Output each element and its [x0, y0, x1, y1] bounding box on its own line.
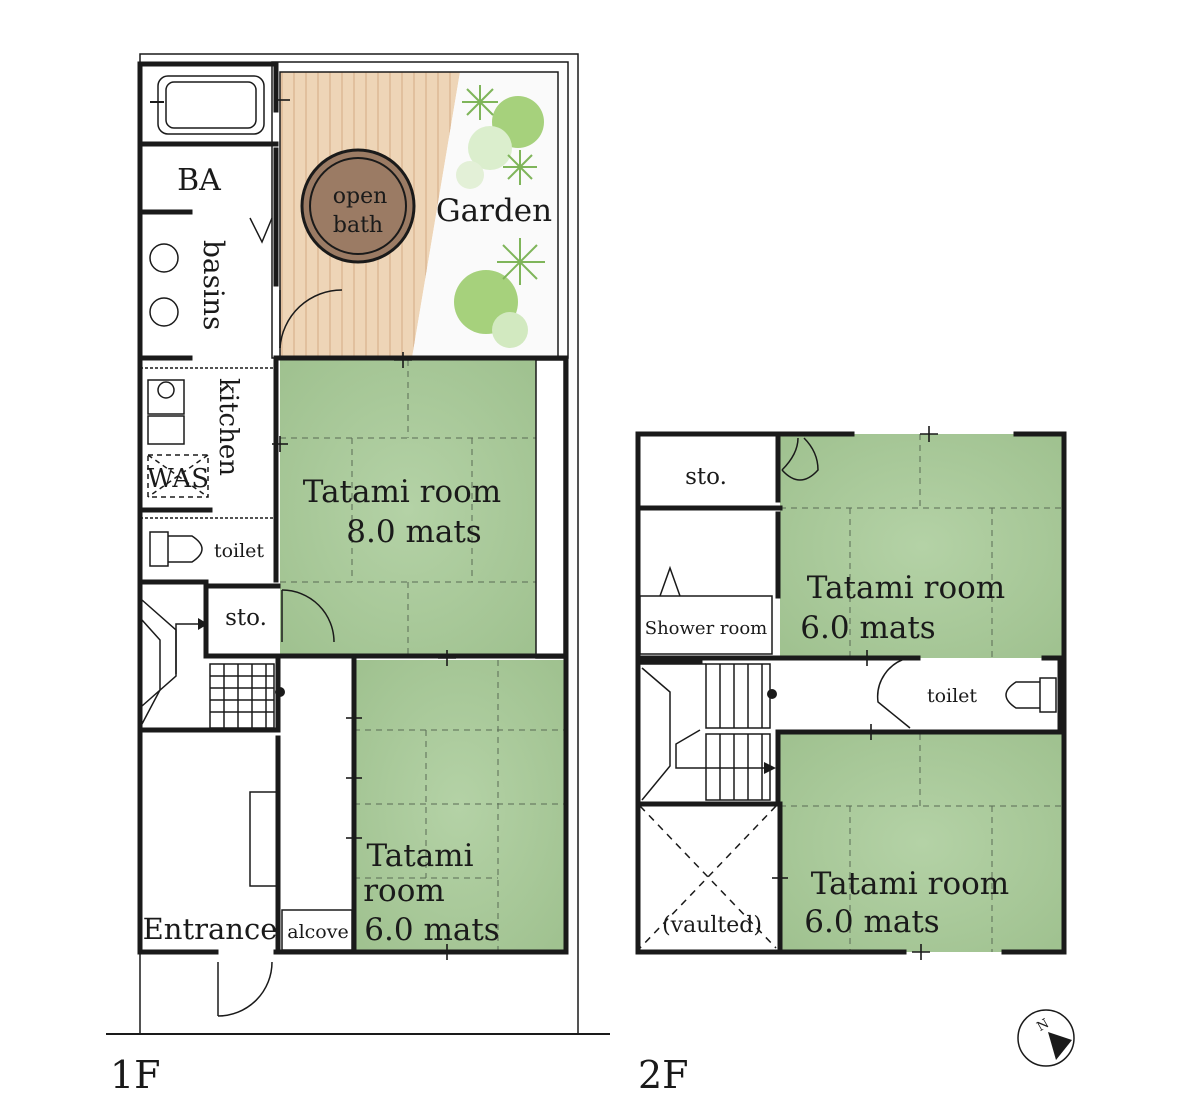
floor-2-label: 2F	[638, 1053, 689, 1097]
garden-plants-icon	[454, 85, 545, 348]
storage-2f-label: sto.	[685, 464, 727, 490]
tatami-room-8-label: Tatami room	[303, 474, 501, 510]
floor-1: open bath Garden Tatami room 8.0 mats Ta…	[106, 53, 610, 1097]
garden-label: Garden	[436, 193, 552, 229]
stairs-2f-icon	[641, 663, 771, 801]
door-markers	[272, 99, 938, 960]
basin-icon-2	[149, 297, 179, 327]
kitchen-label: kitchen	[213, 378, 243, 476]
tatami-room-6-label-2: room	[363, 873, 445, 909]
tatami-2f-bottom-label: Tatami room	[811, 866, 1009, 902]
floor-1-label: 1F	[110, 1053, 161, 1097]
shower-room-label: Shower room	[645, 618, 768, 639]
entrance-label: Entrance	[143, 912, 278, 946]
washer-label: WAS	[147, 464, 209, 494]
tatami-2f-bottom-floor	[780, 734, 1064, 952]
sink-icon	[147, 415, 185, 445]
north-arrow-icon: N	[1017, 1009, 1075, 1067]
tatami-2f-top-size: 6.0 mats	[800, 610, 935, 646]
basin-icon	[149, 243, 179, 273]
stairs-1f-icon	[141, 599, 275, 729]
bath-label: BA	[177, 163, 221, 198]
washer-box	[147, 454, 209, 498]
floor-2: Tatami room 6.0 mats Tatami room 6.0 mat…	[635, 431, 1067, 1097]
open-bath-label: open	[333, 184, 388, 209]
tatami-8-closet	[535, 359, 565, 659]
tatami-2f-bottom-size: 6.0 mats	[804, 904, 939, 940]
bathtub-icon	[157, 75, 265, 135]
alcove-label: alcove	[287, 921, 348, 943]
vaulted-label: (vaulted)	[662, 913, 762, 938]
toilet-2f-label: toilet	[927, 685, 977, 707]
shoe-cabinet	[249, 791, 279, 887]
tatami-room-6-floor	[354, 660, 564, 952]
tatami-2f-top-label: Tatami room	[807, 570, 1005, 606]
tatami-room-8-size: 8.0 mats	[346, 514, 481, 550]
basins-label: basins	[197, 240, 230, 330]
tatami-2f-top-floor	[780, 434, 1064, 658]
open-bath-label-2: bath	[333, 213, 383, 238]
open-bath-tub	[300, 148, 416, 264]
storage-label: sto.	[225, 605, 267, 631]
toilet-label: toilet	[214, 540, 264, 562]
toilet-2f-icon	[1039, 677, 1057, 713]
stove-icon	[147, 379, 185, 415]
tatami-room-6-label: Tatami	[366, 838, 473, 874]
tatami-room-6-size: 6.0 mats	[364, 912, 499, 948]
toilet-icon	[149, 531, 169, 567]
